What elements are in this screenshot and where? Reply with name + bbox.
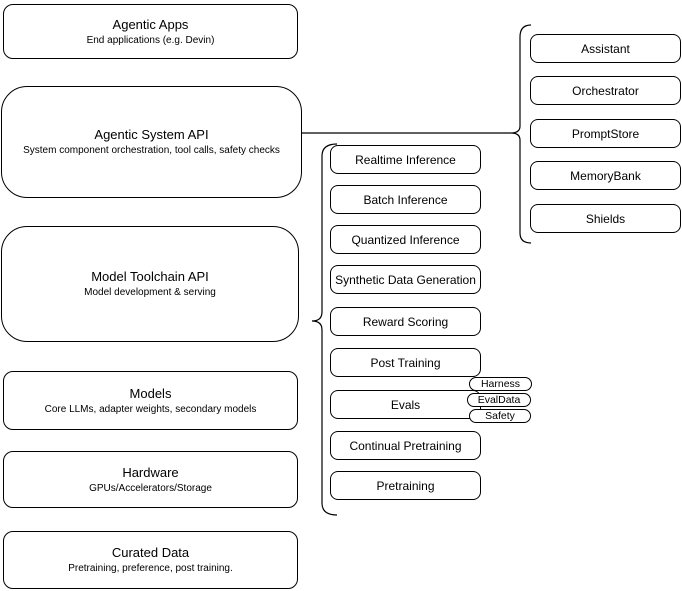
box-subtitle: Core LLMs, adapter weights, secondary mo… [44, 403, 257, 415]
box-promptstore: PromptStore [530, 119, 681, 148]
box-title: Models [129, 385, 172, 401]
bracket-toolchain-components [311, 143, 338, 516]
box-memorybank: MemoryBank [530, 161, 681, 190]
box-model-toolchain-api: Model Toolchain API Model development & … [1, 226, 299, 342]
box-orchestrator: Orchestrator [530, 76, 681, 105]
box-models: Models Core LLMs, adapter weights, secon… [3, 371, 298, 430]
box-title: Agentic Apps [112, 16, 189, 32]
box-assistant: Assistant [530, 34, 681, 63]
box-continual-pretraining: Continual Pretraining [330, 431, 481, 460]
box-title: Curated Data [111, 545, 190, 560]
box-synthetic-data-generation: Synthetic Data Generation [330, 265, 481, 294]
box-realtime-inference: Realtime Inference [330, 145, 481, 174]
bracket-system-components [510, 24, 532, 244]
box-subtitle: End applications (e.g. Devin) [86, 34, 215, 46]
box-evals: Evals [330, 390, 481, 419]
box-curated-data: Curated Data Pretraining, preference, po… [3, 531, 298, 589]
pill-evaldata: EvalData [467, 393, 531, 407]
box-shields: Shields [530, 204, 681, 233]
pill-safety: Safety [469, 409, 531, 423]
box-subtitle: System component orchestration, tool cal… [23, 145, 280, 156]
box-batch-inference: Batch Inference [330, 185, 481, 214]
box-title: Model Toolchain API [91, 269, 209, 284]
box-pretraining: Pretraining [330, 471, 481, 500]
box-post-training: Post Training [330, 348, 481, 377]
box-quantized-inference: Quantized Inference [330, 225, 481, 254]
pill-harness: Harness [469, 377, 532, 391]
box-subtitle: GPUs/Accelerators/Storage [89, 482, 212, 494]
box-reward-scoring: Reward Scoring [330, 307, 481, 336]
box-subtitle: Model development & serving [84, 287, 216, 298]
box-subtitle: Pretraining, preference, post training. [68, 563, 233, 574]
box-agentic-system-api: Agentic System API System component orch… [1, 86, 302, 198]
box-agentic-apps: Agentic Apps End applications (e.g. Devi… [3, 4, 298, 59]
box-title: Hardware [122, 464, 179, 480]
box-hardware: Hardware GPUs/Accelerators/Storage [3, 451, 298, 508]
box-title: Agentic System API [94, 127, 209, 142]
